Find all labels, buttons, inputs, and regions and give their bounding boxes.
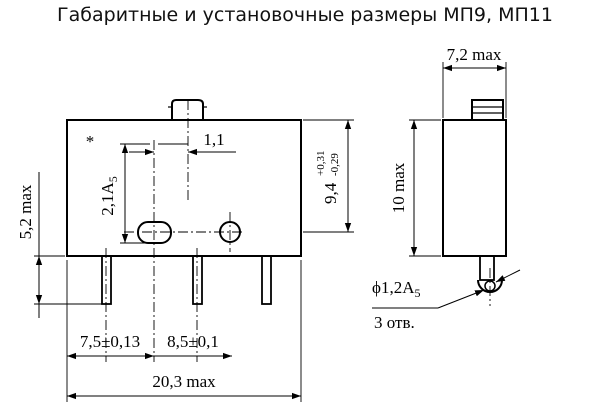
- switch-body-side: [442, 119, 507, 257]
- dim-hole-diameter-main: ϕ1,2A: [372, 278, 415, 297]
- dim-length-max: 20,3 max: [152, 372, 216, 391]
- dim-height-tol-lower: -0,29: [329, 153, 341, 176]
- dim-pitch-left: 7,5±0,13: [80, 332, 140, 351]
- side-terminal: [479, 255, 495, 281]
- dim-hole-diameter-sub: 5: [414, 286, 420, 300]
- dim-offset-1-1: 1,1: [203, 130, 224, 149]
- dim-width-max: 7,2 max: [447, 45, 502, 64]
- mounting-slot: [137, 221, 172, 244]
- dim-height-tol-upper: +0,31: [315, 151, 327, 176]
- dim-height-9-4: 9,4: [321, 182, 340, 204]
- dim-hole-count: 3 отв.: [374, 313, 415, 332]
- terminal-pin-3: [261, 255, 272, 305]
- dim-pitch-right: 8,5±0,1: [167, 332, 219, 351]
- dim-pos-2-1: 2,1A5: [98, 176, 120, 216]
- terminal-pin-2: [192, 255, 203, 305]
- dim-left-height-max: 5,2 max: [16, 184, 35, 239]
- dim-pos-2-1-sub: 5: [106, 176, 120, 182]
- actuator-button: [171, 99, 204, 120]
- dim-hole-diameter: ϕ1,2A5: [372, 278, 420, 300]
- side-actuator: [471, 99, 504, 121]
- dim-pos-2-1-main: 2,1A: [98, 182, 117, 216]
- switch-body-front: [66, 119, 302, 257]
- diagram-title: Габаритные и установочные размеры МП9, М…: [57, 4, 553, 26]
- dim-asterisk: *: [86, 132, 95, 151]
- dim-side-height-max: 10 max: [389, 162, 408, 213]
- terminal-pin-1: [101, 255, 112, 305]
